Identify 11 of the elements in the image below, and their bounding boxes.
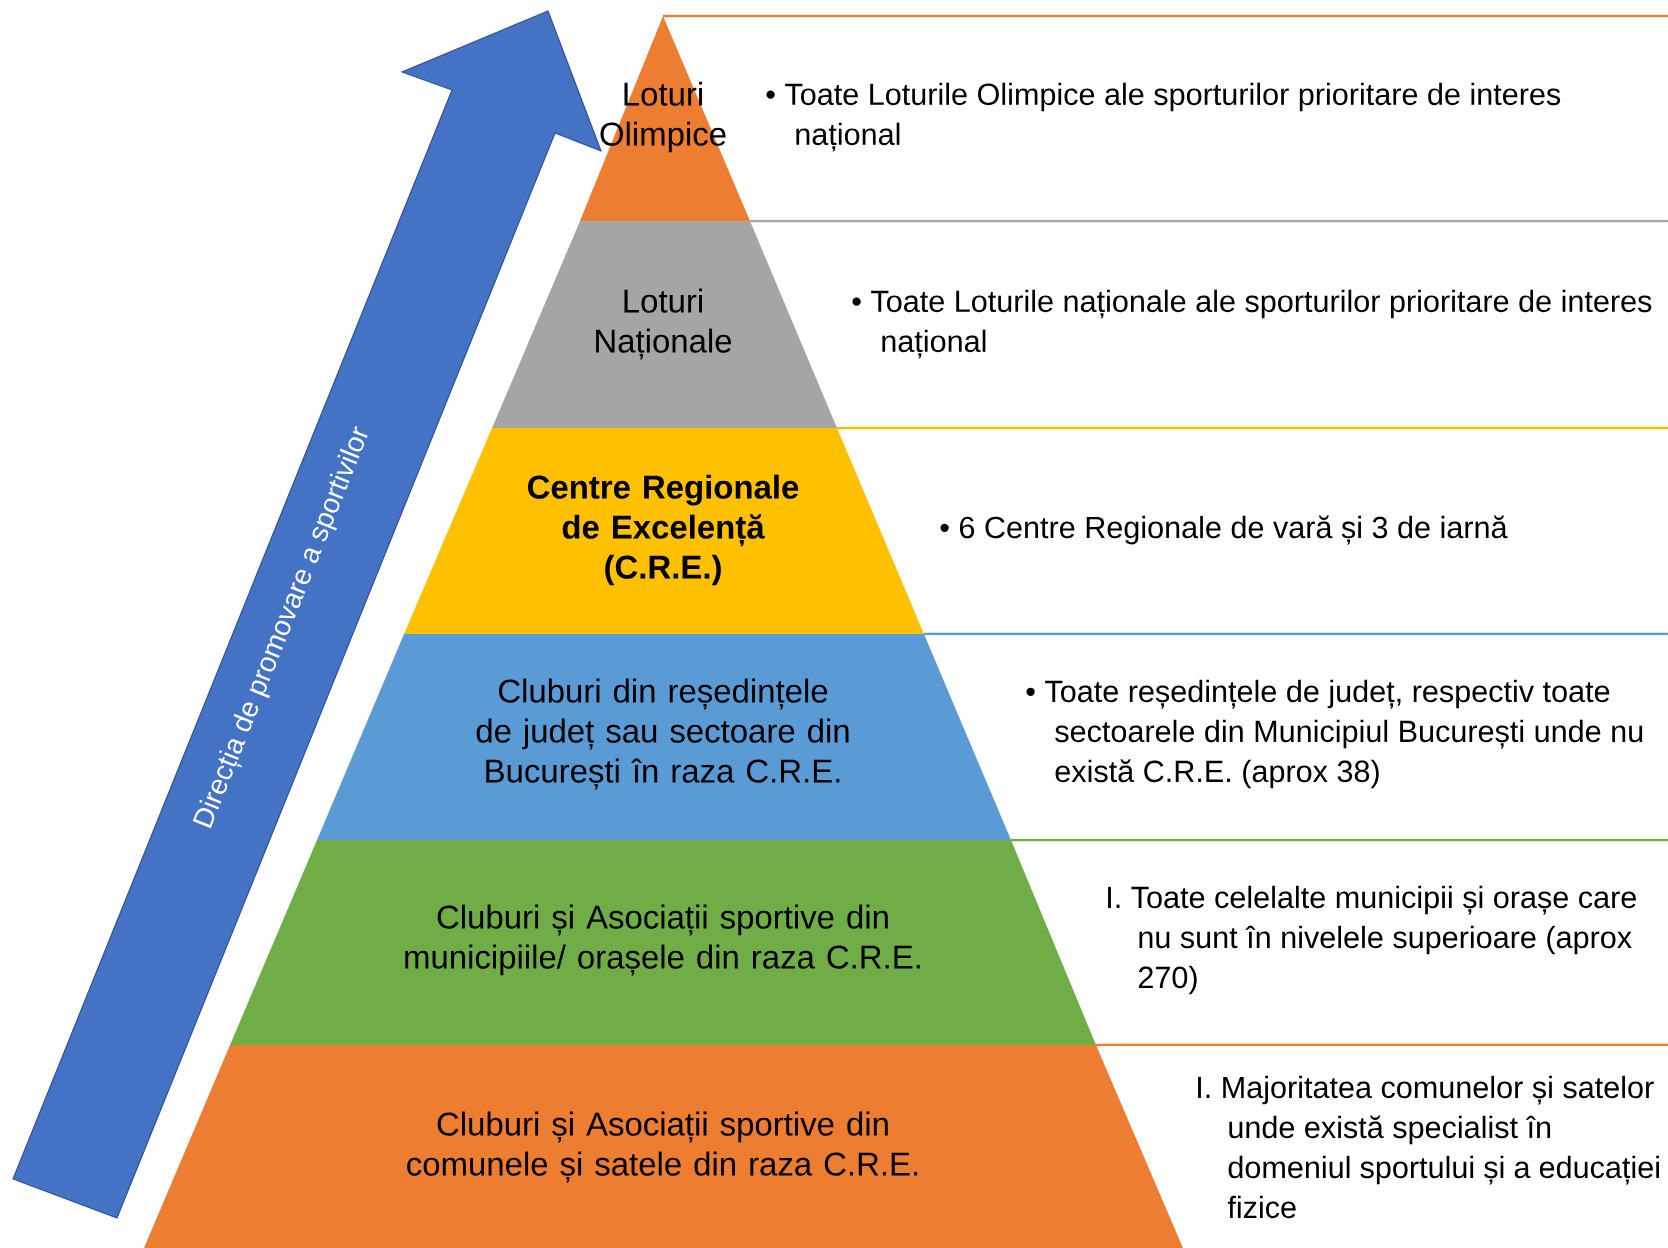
description-text: I. Majoritatea comunelor și satelor unde există specialist în domeniul sportului și a educației fizice xyxy=(1198,1075,1659,1219)
pyramid-level: Centre Regionale de Excelență (C.R.E.) xyxy=(404,428,924,634)
description-text: • Toate Loturile Olimpice ale sporturilor prioritare de interes național xyxy=(766,82,1561,152)
pyramid-level: Cluburi și Asociații sportive din comunele și satele din raza C.R.E. xyxy=(144,1045,1183,1248)
pyramid-level: Cluburi din reședințele de județ sau sectoare din București în raza C.R.E. xyxy=(317,634,1011,840)
pyramid-level: Loturi Naționale xyxy=(492,221,837,428)
description-text: • Toate Loturile naționale ale sporturilor prioritare de interes național xyxy=(852,289,1652,359)
pyramid-level: Cluburi și Asociații sportive din municipiile/ orașele din raza C.R.E. xyxy=(230,840,1096,1045)
description-text: • Toate reședințele de județ, respectiv toate sectoarele din Municipiul București unde nu există C.R.E. (aprox 38) xyxy=(1026,679,1643,789)
description-text: • 6 Centre Regionale de vară și 3 de iarnă xyxy=(940,515,1508,545)
description-text: I. Toate celelalte municipii și orașe care nu sunt în nivelele superioare (aprox 270) xyxy=(1108,885,1636,995)
